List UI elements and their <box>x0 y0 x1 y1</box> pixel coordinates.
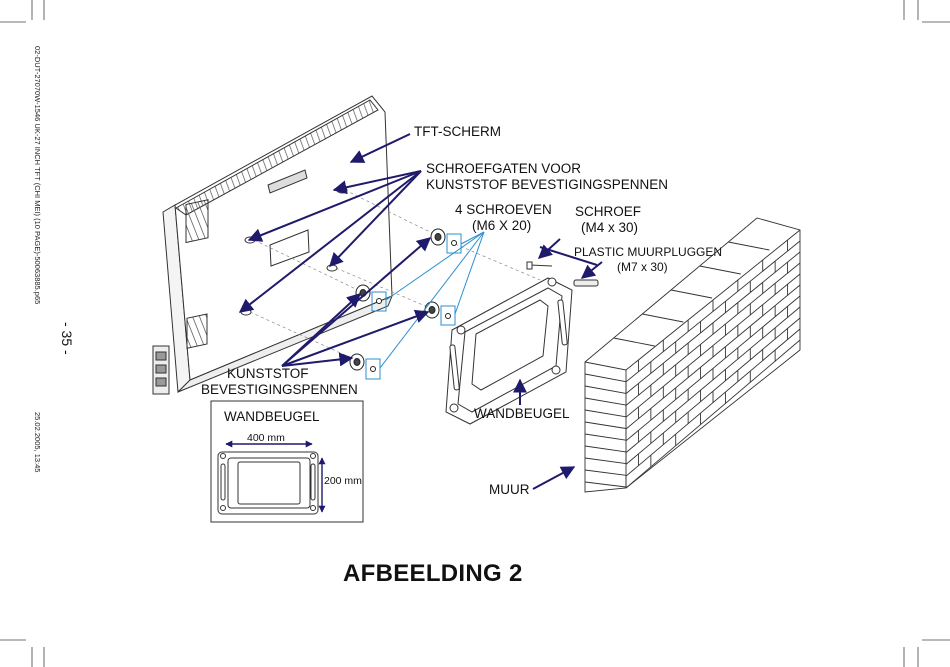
bracket-inset <box>210 400 364 523</box>
wall-bracket <box>445 277 573 425</box>
alignment-guides <box>249 189 541 361</box>
date-text: 25.02.2005, 13:45 <box>33 412 42 473</box>
label-pluggen-1: PLASTIC MUURPLUGGEN <box>574 245 723 259</box>
screw-leaders <box>379 231 485 369</box>
plastic-spacers <box>349 228 446 371</box>
figure-title: AFBEELDING 2 <box>343 560 523 587</box>
label-muur: MUUR <box>489 482 530 497</box>
label-kunststof-1: KUNSTSTOF <box>227 366 309 381</box>
inset-dimension-arrows <box>225 440 326 513</box>
label-schroefgaten-2: KUNSTSTOF BEVESTIGINGSPENNEN <box>426 177 669 192</box>
label-schroef-2: (M4 x 30) <box>581 220 639 235</box>
label-schroeven-1: 4 SCHROEVEN <box>455 202 552 217</box>
file-info-text: 02-DUT-27070W-1546 UK-27 INCH TFT (CHI M… <box>33 46 42 305</box>
callout-arrows <box>238 133 603 490</box>
page-number: - 35 - <box>59 322 75 355</box>
label-tft-scherm: TFT-SCHERM <box>414 124 501 139</box>
tft-monitor <box>152 95 393 395</box>
label-kunststof-2: BEVESTIGINGSPENNEN <box>201 382 358 397</box>
label-schroefgaten-1: SCHROEFGATEN VOOR <box>426 161 582 176</box>
wall-plug <box>573 279 599 287</box>
label-pluggen-2: (M7 x 30) <box>617 260 668 274</box>
inset-width-label: 400 mm <box>247 432 285 444</box>
label-schroef-1: SCHROEF <box>575 204 642 219</box>
m4-screw <box>526 261 553 270</box>
inset-title: WANDBEUGEL <box>224 409 320 424</box>
label-schroeven-2: (M6 X 20) <box>472 218 532 233</box>
brick-wall <box>584 217 801 493</box>
label-wandbeugel: WANDBEUGEL <box>474 406 570 421</box>
inset-height-label: 200 mm <box>324 475 362 487</box>
